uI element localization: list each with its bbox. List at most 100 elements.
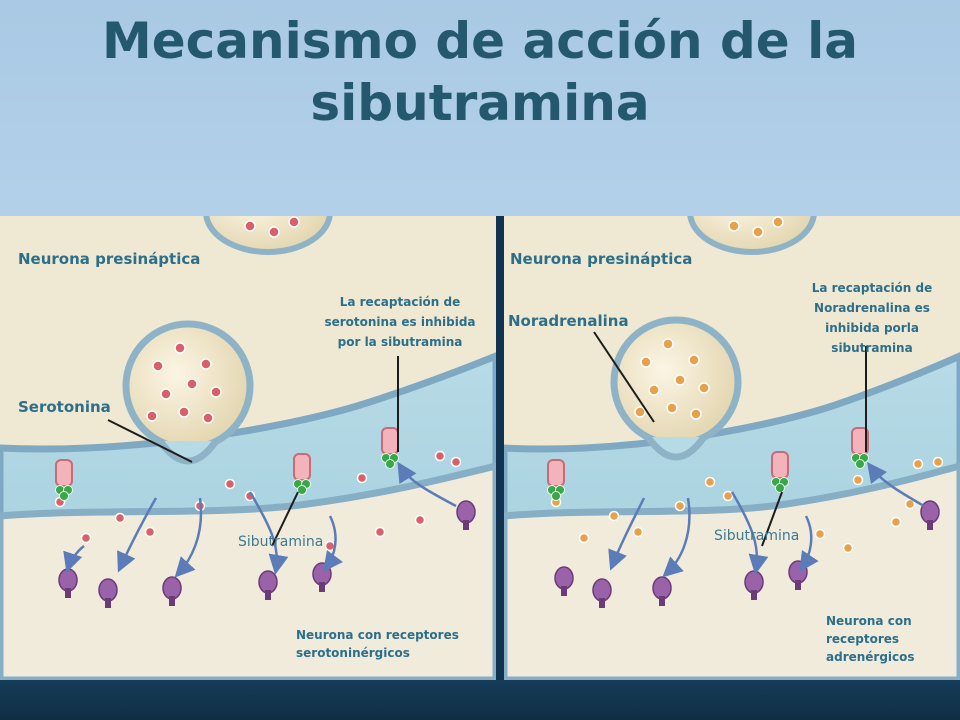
cleft-molecule [356, 472, 368, 484]
flow-arrow [799, 515, 819, 573]
cleft-molecule [324, 540, 336, 552]
postsynaptic-receptor [258, 570, 278, 594]
receptor-stem [599, 598, 605, 608]
flow-arrow [117, 497, 158, 573]
flow-arrow [662, 497, 691, 578]
vesicle-molecule [640, 356, 652, 368]
receptor-stem [795, 580, 801, 590]
cleft-molecule [890, 516, 902, 528]
flow-arrow [730, 491, 769, 575]
label-leader-line [107, 419, 193, 463]
reuptake-transporter [547, 459, 565, 487]
cleft-molecule [224, 478, 236, 490]
cleft-molecule [114, 512, 126, 524]
receptor-stem [659, 596, 665, 606]
postsynaptic-neuron [504, 462, 960, 680]
sibutramine-molecule [59, 491, 69, 501]
receptor-stem [927, 520, 933, 530]
cleft-molecule [144, 526, 156, 538]
noradrenaline-synapse-diagram [504, 216, 960, 680]
sibutramine-molecule [775, 483, 785, 493]
postsynaptic-receptor [98, 578, 118, 602]
vesicle-molecule [186, 378, 198, 390]
flow-arrow [248, 491, 289, 575]
postsynaptic-receptor [920, 500, 940, 524]
sibutramine-molecule [855, 459, 865, 469]
postsynaptic-receptor [58, 568, 78, 592]
cleft-molecule [450, 456, 462, 468]
cleft-molecule [904, 498, 916, 510]
left-inhibition-note: La recaptación de serotonina es inhibida… [324, 295, 476, 349]
cleft-molecule [578, 532, 590, 544]
reuptake-transporter [381, 427, 399, 455]
cleft-molecule [374, 526, 386, 538]
cleft-molecule [852, 474, 864, 486]
postsynaptic-receptor [456, 500, 476, 524]
vesicle-molecule [160, 388, 172, 400]
flow-arrow [866, 462, 925, 508]
vesicle-molecule [244, 220, 256, 232]
vesicle-molecule [202, 412, 214, 424]
postsynaptic-receptor [554, 566, 574, 590]
right-receptor-note: Neurona con receptores adrenérgicos [826, 614, 915, 664]
vesicle-neck [645, 434, 707, 461]
label-leader-line [761, 491, 783, 547]
cleft-molecule [932, 456, 944, 468]
vesicle-molecule [210, 386, 222, 398]
vesicle-molecule [174, 342, 186, 354]
footer-bar [0, 680, 960, 720]
serotonin-synapse-diagram [0, 216, 496, 680]
noradrenaline-label: Noradrenalina [508, 312, 629, 330]
receptor-stem [319, 582, 325, 592]
cleft-molecule [674, 500, 686, 512]
serotonin-label: Serotonina [18, 398, 111, 416]
flow-arrow [63, 545, 85, 573]
vesicle-molecule [728, 220, 740, 232]
flow-arrow [174, 497, 203, 578]
vesicle-molecule [648, 384, 660, 396]
vesicle-molecule [666, 402, 678, 414]
vesicle-molecule [752, 226, 764, 238]
cleft-molecule [608, 510, 620, 522]
vesicle-molecule [698, 382, 710, 394]
flow-arrow [323, 515, 343, 573]
vesicle-molecule [178, 406, 190, 418]
vesicle-molecule [200, 358, 212, 370]
cleft-molecule [434, 450, 446, 462]
right-sibutramine-label: Sibutramina [714, 528, 800, 544]
flow-arrow [397, 461, 457, 508]
sibutramine-molecule [385, 459, 395, 469]
cleft-molecule [704, 476, 716, 488]
reuptake-transporter [293, 453, 311, 481]
sibutramine-molecule [551, 491, 561, 501]
cleft-molecule [722, 490, 734, 502]
vesicle-molecule [152, 360, 164, 372]
vesicle-molecule [268, 226, 280, 238]
vesicle-molecule [288, 216, 300, 228]
left-receptor-note: Neurona con receptores serotoninérgicos [296, 628, 459, 660]
vesicle-molecule [674, 374, 686, 386]
right-diagram-panel: Neurona presináptica Noradrenalina La re… [504, 216, 960, 680]
cleft-molecule [414, 514, 426, 526]
receptor-stem [169, 596, 175, 606]
vesicle-molecule [146, 410, 158, 422]
left-sibutramine-label: Sibutramina [238, 534, 324, 550]
flow-arrow [608, 497, 646, 571]
postsynaptic-receptor [592, 578, 612, 602]
postsynaptic-receptor [744, 570, 764, 594]
page-title: Mecanismo de acción de la sibutramina [101, 12, 858, 132]
cleft-molecule [814, 528, 826, 540]
reuptake-transporter [771, 451, 789, 479]
cleft-molecule [842, 542, 854, 554]
cleft-molecule [912, 458, 924, 470]
left-diagram-panel: Neurona presináptica Serotonina La recap… [0, 216, 496, 680]
reuptake-transporter [851, 427, 869, 455]
vesicle-molecule [662, 338, 674, 350]
right-inhibition-note: La recaptación de Noradrenalina es inhib… [811, 281, 933, 355]
vesicle-molecule [772, 216, 784, 228]
receptor-stem [561, 586, 567, 596]
cleft-molecule [80, 532, 92, 544]
receptor-stem [751, 590, 757, 600]
reuptake-transporter [55, 459, 73, 487]
label-leader-line [593, 331, 655, 423]
